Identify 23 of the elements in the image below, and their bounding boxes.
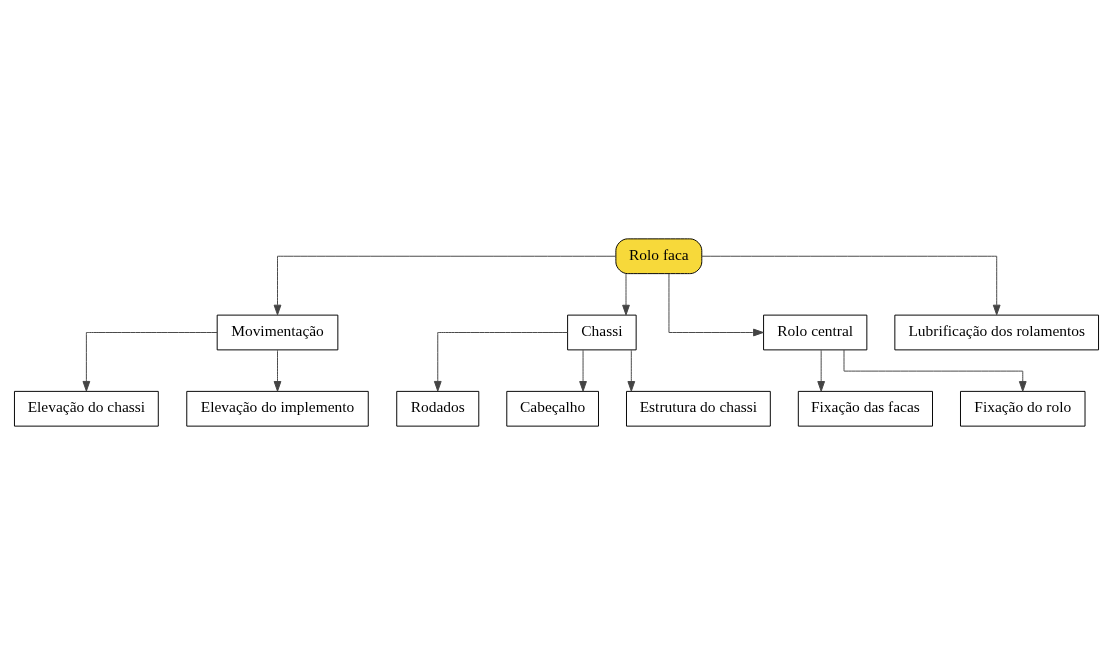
arrow [273,255,617,315]
arrow [817,349,826,392]
node-box: Rodados [396,390,480,427]
arrow [622,272,630,315]
arrow [433,331,568,392]
node-box: Rolo faca [615,237,703,274]
arrow [82,331,218,392]
node-box: Chassi [567,314,637,350]
node-box: Rolo central [763,314,868,350]
arrow [701,255,1001,315]
node-box: Cabeçalho [506,390,599,427]
arrow [579,349,587,392]
node-box: Elevação do chassi [13,390,159,427]
node-box: Lubrificação dos rolamentos [894,314,1100,350]
arrow [273,349,282,392]
node-box: Elevação do implemento [186,390,369,427]
node-box: Fixação das facas [797,390,933,427]
node-box: Movimentação [216,314,339,350]
node-box: Fixação do rolo [960,390,1086,427]
node-box: Estrutura do chassi [626,390,771,427]
arrow [668,272,764,336]
arrow [843,349,1027,392]
arrow [627,349,636,392]
